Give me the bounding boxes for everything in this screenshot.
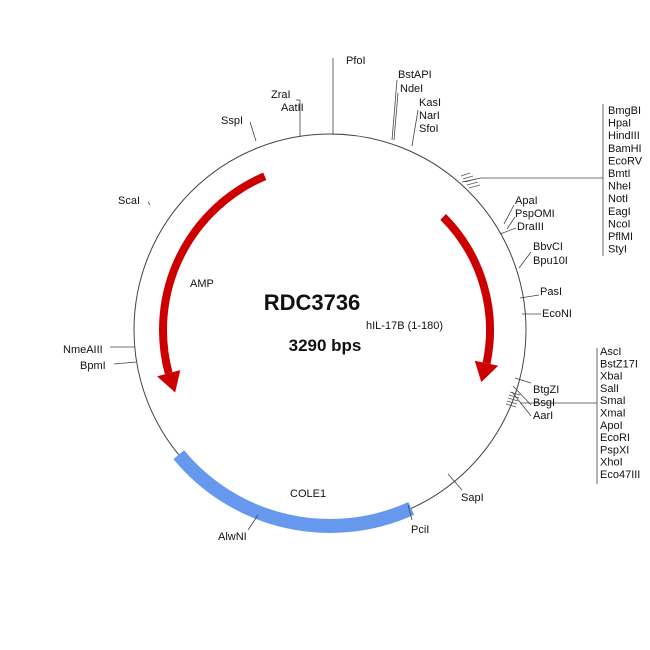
amp-label: AMP (190, 278, 214, 290)
site-kasi[interactable]: KasI (419, 97, 441, 109)
site-zrai[interactable]: ZraI (271, 89, 291, 101)
cole1-label: COLE1 (290, 488, 326, 500)
site-pspomi[interactable]: PspOMI (515, 208, 555, 220)
site-bstapi[interactable]: BstAPI (398, 69, 432, 81)
site-bamhi[interactable]: BamHI (608, 143, 642, 155)
site-econi[interactable]: EcoNI (542, 308, 572, 320)
leader-lines (110, 58, 604, 531)
amp-feature-arc[interactable] (159, 172, 267, 375)
site-noti[interactable]: NotI (608, 193, 628, 205)
site-hindiii[interactable]: HindIII (608, 130, 640, 142)
mcs2-site-list: AscIBstZ17IXbaISalISmaIXmaIApoIEcoRIPspX… (600, 346, 640, 481)
site-aatii[interactable]: AatII (281, 102, 304, 114)
site-draiii[interactable]: DraIII (517, 221, 544, 233)
site-eagi[interactable]: EagI (608, 206, 631, 218)
site-bstz17i[interactable]: BstZ17I (600, 358, 638, 370)
site-apoi[interactable]: ApoI (600, 420, 623, 432)
insert-arrowhead (474, 360, 499, 383)
insert-feature-arc[interactable] (440, 214, 494, 365)
site-bbvci[interactable]: BbvCI (533, 241, 563, 253)
amp-arrowhead (157, 370, 181, 393)
plasmid-name: RDC3736 (264, 290, 361, 315)
site-pcii[interactable]: PciI (411, 524, 429, 536)
site-sfoi[interactable]: SfoI (419, 123, 439, 135)
site-sali[interactable]: SalI (600, 383, 619, 395)
site-pasi[interactable]: PasI (540, 286, 562, 298)
site-hpai[interactable]: HpaI (608, 118, 631, 130)
site-bpmi[interactable]: BpmI (80, 360, 106, 372)
site-smai[interactable]: SmaI (600, 395, 626, 407)
site-xbai[interactable]: XbaI (600, 371, 623, 383)
site-ecori[interactable]: EcoRI (600, 432, 630, 444)
site-alwni[interactable]: AlwNI (218, 531, 247, 543)
site-nmeaiii[interactable]: NmeAIII (63, 344, 103, 356)
site-asci[interactable]: AscI (600, 346, 621, 358)
site-pflmi[interactable]: PflMI (608, 231, 633, 243)
site-sapi[interactable]: SapI (461, 492, 484, 504)
site-bsgi[interactable]: BsgI (533, 397, 555, 409)
site-bmgbi[interactable]: BmgBI (608, 105, 641, 117)
site-bmti[interactable]: BmtI (608, 168, 631, 180)
site-styi[interactable]: StyI (608, 244, 627, 256)
site-ecorv[interactable]: EcoRV (608, 155, 643, 167)
mcs1-site-list: BmgBIHpaIHindIIIBamHIEcoRVBmtINheINotIEa… (608, 105, 643, 256)
insert-label: hIL-17B (1-180) (366, 320, 443, 332)
site-bpu10i[interactable]: Bpu10I (533, 255, 568, 267)
site-pfoi[interactable]: PfoI (346, 55, 366, 67)
site-btgzi[interactable]: BtgZI (533, 384, 559, 396)
site-xhoi[interactable]: XhoI (600, 457, 623, 469)
site-eco47iii[interactable]: Eco47III (600, 469, 640, 481)
site-ndei[interactable]: NdeI (400, 83, 423, 95)
site-xmai[interactable]: XmaI (600, 408, 626, 420)
site-apai[interactable]: ApaI (515, 195, 538, 207)
site-scai[interactable]: ScaI (118, 195, 140, 207)
site-nhei[interactable]: NheI (608, 181, 631, 193)
cole1-feature-arc[interactable] (173, 450, 415, 533)
site-ncoi[interactable]: NcoI (608, 218, 631, 230)
plasmid-size: 3290 bps (289, 336, 362, 355)
site-sspi[interactable]: SspI (221, 115, 243, 127)
site-aari[interactable]: AarI (533, 410, 553, 422)
site-nari[interactable]: NarI (419, 110, 440, 122)
site-pspxi[interactable]: PspXI (600, 444, 629, 456)
